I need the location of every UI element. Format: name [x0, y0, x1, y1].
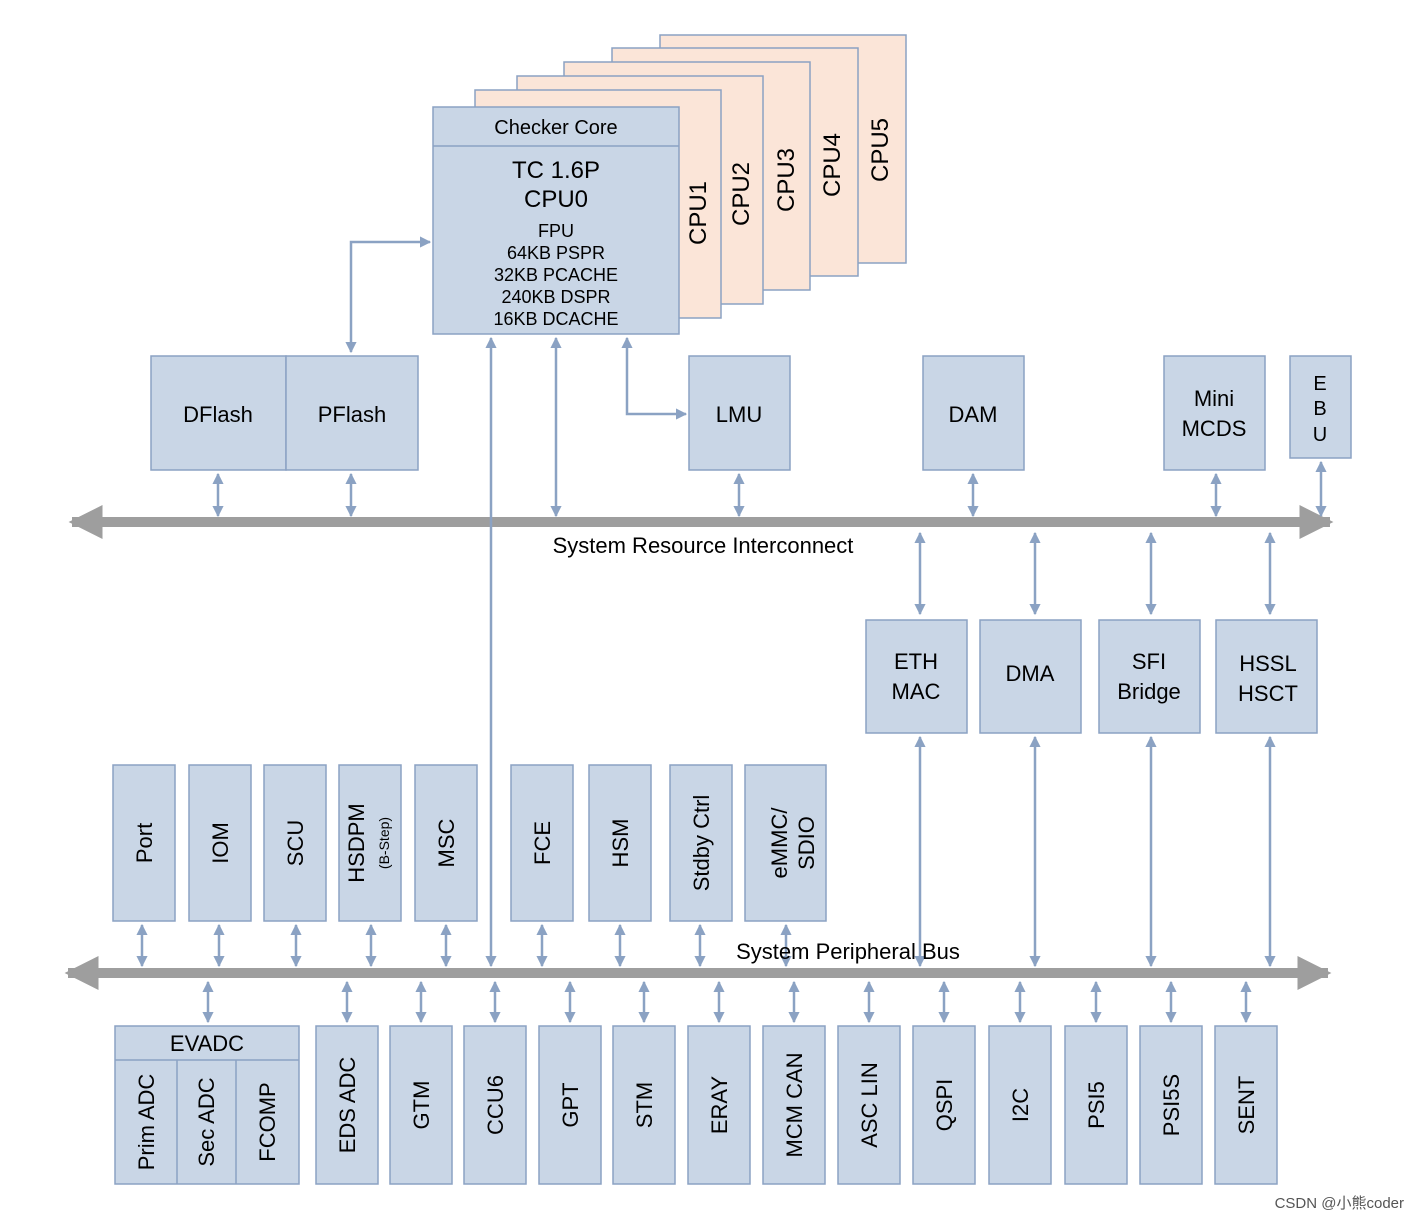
hsm-label: HSM	[608, 819, 633, 868]
dam-label: DAM	[949, 402, 998, 427]
cpu-lmu-connector	[621, 336, 688, 420]
asc-lin-block: ASC LIN	[837, 1025, 901, 1185]
eth-mac-block: ETH MAC	[865, 619, 968, 734]
hssl-hsct-block: HSSL HSCT	[1215, 619, 1318, 734]
cpu0-detail: 64KB PSPR	[507, 243, 605, 263]
lmu-label: LMU	[716, 402, 762, 427]
sfi-bridge-block: SFI Bridge	[1098, 619, 1201, 734]
stm-block: STM	[612, 1025, 676, 1185]
ccu6-label: CCU6	[483, 1075, 508, 1135]
sent-block: SENT	[1214, 1025, 1278, 1185]
psi5s-label: PSI5S	[1159, 1074, 1184, 1136]
port-block: Port	[112, 764, 176, 922]
prim-adc-label: Prim ADC	[134, 1074, 159, 1171]
gtm-label: GTM	[409, 1081, 434, 1130]
sfi-bridge-line1: SFI	[1132, 649, 1166, 674]
scu-block: SCU	[263, 764, 327, 922]
eray-label: ERAY	[707, 1076, 732, 1135]
watermark-text: CSDN @小熊coder	[1275, 1195, 1404, 1212]
sent-label: SENT	[1234, 1076, 1259, 1135]
dam-block: DAM	[922, 355, 1025, 471]
hssl-hsct-line1: HSSL	[1239, 651, 1296, 676]
cpu0-title-line1: TC 1.6P	[512, 157, 600, 184]
asc-lin-label: ASC LIN	[857, 1062, 882, 1148]
emmc-sdio-line1: eMMC/	[767, 807, 792, 879]
stdby-ctrl-label: Stdby Ctrl	[689, 795, 714, 892]
pflash-label: PFlash	[318, 402, 386, 427]
cpu0-title-line2: CPU0	[524, 186, 588, 213]
scu-label: SCU	[283, 820, 308, 866]
ebu-block: E B U	[1289, 355, 1352, 459]
eray-block: ERAY	[687, 1025, 751, 1185]
mcm-can-label: MCM CAN	[782, 1052, 807, 1157]
port-label: Port	[132, 823, 157, 863]
dma-label: DMA	[1006, 661, 1055, 686]
ebu-letter: B	[1313, 398, 1326, 420]
cpu0-detail: FPU	[538, 221, 574, 241]
hssl-hsct-line2: HSCT	[1238, 681, 1298, 706]
sec-adc-label: Sec ADC	[194, 1077, 219, 1166]
spb-bus-label: System Peripheral Bus	[736, 939, 960, 964]
gpt-block: GPT	[538, 1025, 602, 1185]
mini-mcds-line1: Mini	[1194, 386, 1234, 411]
gpt-label: GPT	[558, 1082, 583, 1127]
ccu6-block: CCU6	[463, 1025, 527, 1185]
mini-mcds-block: Mini MCDS	[1163, 355, 1266, 471]
mcm-can-block: MCM CAN	[762, 1025, 826, 1185]
cpu0-core: Checker Core TC 1.6P CPU0 FPU 64KB PSPR …	[432, 106, 680, 335]
ebu-letter: U	[1313, 424, 1327, 446]
mini-mcds-line2: MCDS	[1182, 416, 1247, 441]
i2c-block: I2C	[988, 1025, 1052, 1185]
fcomp-label: FCOMP	[255, 1082, 280, 1161]
psi5-block: PSI5	[1064, 1025, 1128, 1185]
evadc-label: EVADC	[170, 1031, 244, 1056]
sri-bus-label: System Resource Interconnect	[553, 533, 854, 558]
cpu0-detail: 240KB DSPR	[501, 287, 610, 307]
cpu3-label: CPU3	[773, 148, 800, 212]
dflash-block: DFlash	[150, 355, 287, 471]
cpu5-label: CPU5	[867, 118, 894, 182]
hsdpm-sub-label: (B-Step)	[376, 817, 392, 869]
checker-core-label: Checker Core	[494, 117, 617, 139]
dma-block: DMA	[979, 619, 1082, 734]
iom-label: IOM	[208, 822, 233, 864]
lmu-block: LMU	[688, 355, 791, 471]
msc-block: MSC	[414, 764, 478, 922]
psi5s-block: PSI5S	[1139, 1025, 1203, 1185]
iom-block: IOM	[188, 764, 252, 922]
hsdpm-label: HSDPM	[344, 803, 369, 882]
emmc-sdio-block: eMMC/ SDIO	[744, 764, 827, 922]
qspi-block: QSPI	[912, 1025, 976, 1185]
emmc-sdio-line2: SDIO	[794, 816, 819, 870]
eds-adc-block: EDS ADC	[315, 1025, 379, 1185]
psi5-label: PSI5	[1084, 1081, 1109, 1129]
pflash-block: PFlash	[285, 355, 419, 471]
qspi-label: QSPI	[932, 1079, 957, 1132]
eds-adc-label: EDS ADC	[335, 1057, 360, 1154]
fce-block: FCE	[510, 764, 574, 922]
eth-mac-line1: ETH	[894, 649, 938, 674]
cpu0-detail: 16KB DCACHE	[493, 309, 618, 329]
sfi-bridge-line2: Bridge	[1117, 679, 1181, 704]
cpu1-label: CPU1	[685, 181, 712, 245]
cpu4-label: CPU4	[819, 133, 846, 197]
pflash-cpu-connector	[345, 236, 432, 354]
cpu0-detail: 32KB PCACHE	[494, 265, 618, 285]
fce-label: FCE	[530, 821, 555, 865]
hsdpm-block: HSDPM (B-Step)	[338, 764, 402, 922]
eth-mac-line2: MAC	[892, 679, 941, 704]
connector-arrows	[136, 236, 1327, 1024]
msc-label: MSC	[434, 818, 459, 867]
stdby-ctrl-block: Stdby Ctrl	[669, 764, 733, 922]
hsm-block: HSM	[588, 764, 652, 922]
dflash-label: DFlash	[183, 402, 253, 427]
stm-label: STM	[632, 1082, 657, 1128]
ebu-letter: E	[1313, 373, 1326, 395]
i2c-label: I2C	[1008, 1088, 1033, 1122]
cpu2-label: CPU2	[728, 162, 755, 226]
evadc-block: EVADC Prim ADC Sec ADC FCOMP	[114, 1025, 300, 1185]
gtm-block: GTM	[389, 1025, 453, 1185]
